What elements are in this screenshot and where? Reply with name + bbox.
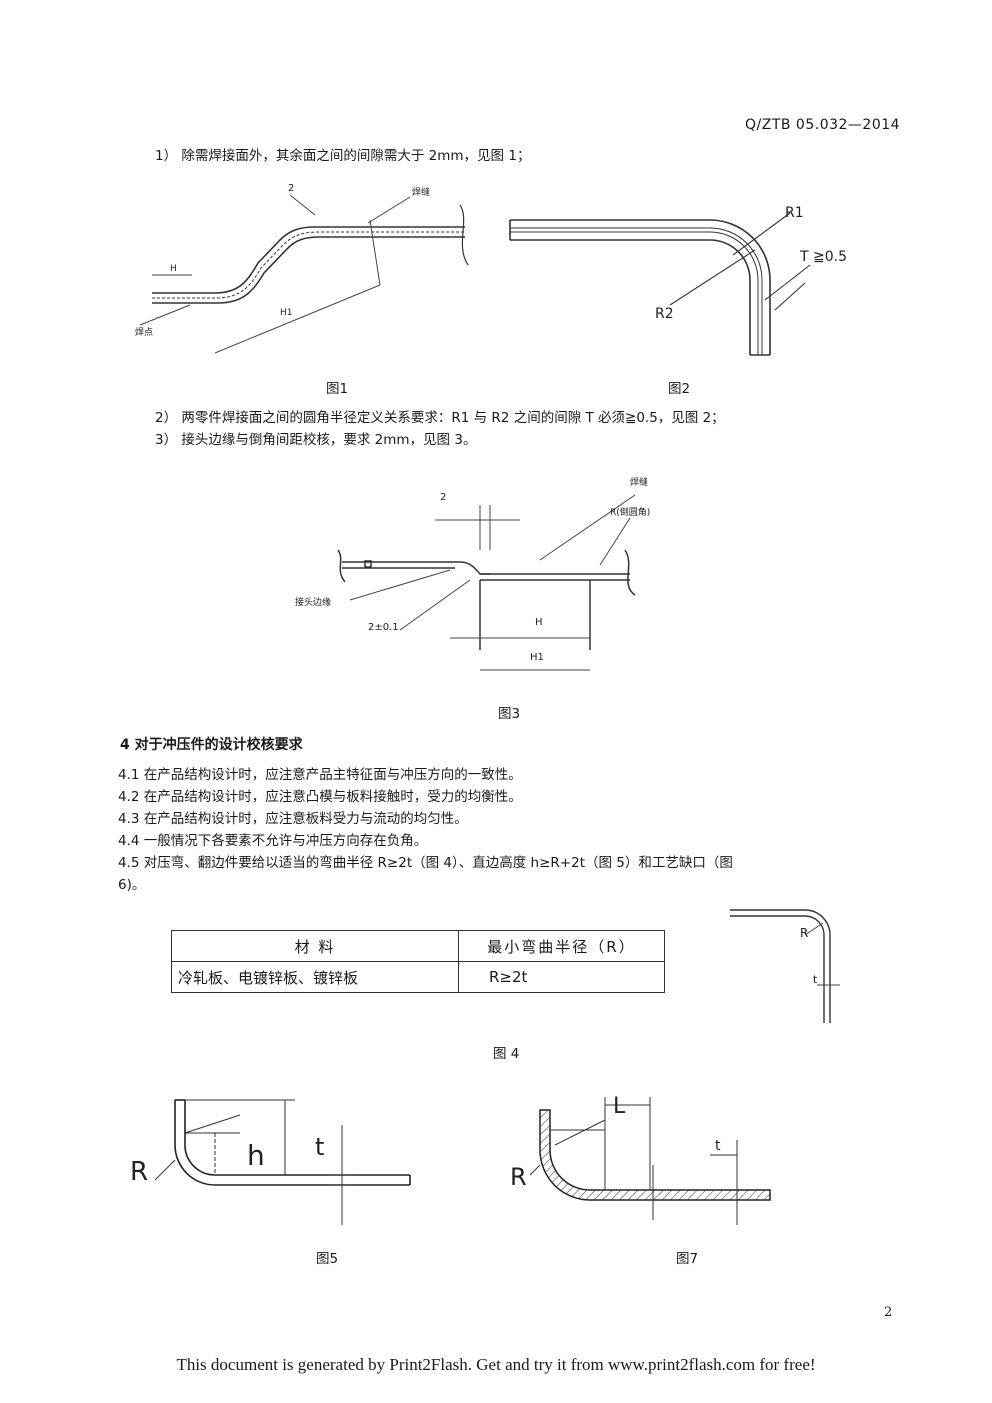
svg-text:h: h [247, 1139, 265, 1172]
svg-text:接头边缘: 接头边缘 [295, 596, 331, 608]
svg-text:t: t [715, 1138, 721, 1154]
figure-1-drawing: 2 焊缝 H1 H 焊点 [135, 183, 469, 354]
figure-5-drawing: R h t [130, 1099, 411, 1225]
figure-2-caption: 图2 [668, 381, 691, 397]
para-4-3: 4.3 在产品结构设计时，应注意板料受力与流动的均匀性。 [118, 811, 468, 827]
svg-text:H: H [170, 264, 177, 274]
figure-3-caption: 图3 [498, 706, 521, 722]
bend-radius-table: 材 料 最小弯曲半径（R） 冷轧板、电镀锌板、镀锌板 R≥2t [171, 930, 665, 993]
table-header-material: 材 料 [171, 930, 459, 962]
figure-4-caption: 图 4 [493, 1046, 520, 1062]
para-4-5-cont: 6)。 [118, 877, 146, 893]
table-row: 冷轧板、电镀锌板、镀锌板 R≥2t [171, 961, 665, 993]
figure-3-drawing: 2 焊缝 R(倒圆角) 接头边缘 2±0.1 H H1 [295, 476, 650, 671]
svg-text:R: R [800, 926, 808, 940]
para-4-5: 4.5 对压弯、翻边件要给以适当的弯曲半径 R≥2t（图 4）、直边高度 h≥R… [118, 855, 733, 871]
dim-label: 2±0.1 [368, 622, 399, 633]
footer-notice: This document is generated by Print2Flas… [176, 1355, 816, 1374]
r1-label: R1 [785, 205, 804, 221]
svg-text:L: L [613, 1094, 626, 1119]
requirement-item-1: 1） 除需焊接面外，其余面之间的间隙需大于 2mm，见图 1； [155, 148, 531, 164]
svg-text:R(倒圆角): R(倒圆角) [610, 506, 650, 518]
requirement-item-2: 2） 两零件焊接面之间的圆角半径定义关系要求：R1 与 R2 之间的间隙 T 必… [155, 410, 725, 426]
svg-text:焊缝: 焊缝 [412, 186, 430, 198]
table-cell-radius: R≥2t [458, 961, 665, 993]
page-number: 2 [884, 1305, 893, 1320]
section-4-title: 4 对于冲压件的设计校核要求 [120, 737, 303, 753]
svg-text:2: 2 [440, 492, 446, 503]
r2-label: R2 [655, 306, 674, 322]
svg-text:焊点: 焊点 [135, 326, 153, 338]
requirement-item-3: 3） 接头边缘与倒角间距校核，要求 2mm，见图 3。 [155, 432, 477, 448]
t-label: T ≧0.5 [799, 249, 847, 265]
document-id: Q/ZTB 05.032—2014 [745, 117, 901, 133]
svg-text:焊缝: 焊缝 [630, 476, 648, 488]
para-4-1: 4.1 在产品结构设计时，应注意产品主特征面与冲压方向的一致性。 [118, 767, 522, 783]
para-4-2: 4.2 在产品结构设计时，应注意凸模与板料接触时，受力的均衡性。 [118, 789, 522, 805]
figure-5-caption: 图5 [316, 1251, 339, 1267]
figure-2-drawing: R1 T ≧0.5 R2 [509, 205, 847, 356]
svg-text:2: 2 [288, 183, 294, 194]
table-header-radius: 最小弯曲半径（R） [458, 930, 665, 962]
svg-text:R: R [510, 1163, 527, 1191]
table-header-row: 材 料 最小弯曲半径（R） [171, 930, 665, 962]
figure-7-drawing: R L t [510, 1094, 771, 1225]
table-cell-material: 冷轧板、电镀锌板、镀锌板 [171, 961, 459, 993]
para-4-4: 4.4 一般情况下各要素不允许与冲压方向存在负角。 [118, 833, 428, 849]
svg-text:H: H [535, 617, 543, 628]
svg-text:R: R [130, 1157, 148, 1187]
figure-7-caption: 图7 [676, 1251, 699, 1267]
svg-text:H1: H1 [530, 652, 544, 663]
svg-text:t: t [315, 1133, 324, 1161]
figure-1-caption: 图1 [326, 381, 349, 397]
figure-4-drawing: R t [730, 909, 840, 1023]
svg-text:t: t [813, 973, 818, 986]
svg-text:H1: H1 [280, 308, 293, 318]
